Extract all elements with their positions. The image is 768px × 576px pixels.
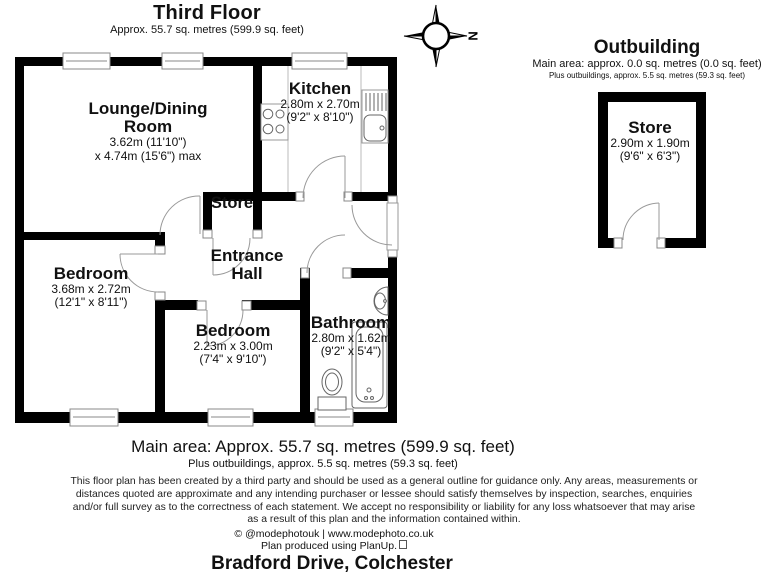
room-dim: 2.80m x 2.70m <box>280 97 360 112</box>
compass-icon: N <box>403 4 481 68</box>
outbuilding-walls <box>598 92 706 248</box>
room-label-store: Store <box>203 194 261 213</box>
room-dim: (9'2" x 8'10") <box>286 110 354 125</box>
room-label-lounge: Lounge/Dining Room 3.62m (11'10") x 4.74… <box>73 99 223 163</box>
bedroom2-door <box>206 309 244 347</box>
room-dim: 3.68m x 2.72m <box>51 282 131 297</box>
kitchen-door <box>302 155 346 199</box>
toilet-icon <box>317 368 347 411</box>
bathroom-door <box>306 234 346 274</box>
room-dim: (9'2" x 5'4") <box>320 344 382 359</box>
outbuilding-subtitle2: Plus outbuildings, approx. 5.5 sq. metre… <box>548 71 746 80</box>
room-name: Bedroom <box>53 264 129 283</box>
bathtub-icon <box>351 321 388 409</box>
room-dim: 2.80m x 1.62m <box>311 331 391 346</box>
outbuilding-subtitle: Main area: approx. 0.0 sq. metres (0.0 s… <box>532 58 762 70</box>
address-text: Bradford Drive, Colchester <box>211 553 453 574</box>
room-dim: 2.90m x 1.90m <box>610 136 690 151</box>
credit-text: © @modephotouk | www.modephoto.co.uk <box>234 528 434 540</box>
room-label-entrance-hall: Entrance Hall <box>197 246 297 284</box>
store-door <box>212 237 251 276</box>
room-dim: 2.23m x 3.00m <box>193 339 273 354</box>
page-subtitle: Approx. 55.7 sq. metres (599.9 sq. feet) <box>110 24 304 36</box>
room-name: Lounge/Dining Room <box>88 99 208 137</box>
planup-logo-glyph <box>399 540 407 549</box>
room-name: Bedroom <box>195 321 271 340</box>
main-area-text: Main area: Approx. 55.7 sq. metres (599.… <box>131 437 515 456</box>
hob-icon <box>260 103 289 141</box>
lounge-door <box>159 195 201 236</box>
outbuilding-title: Outbuilding <box>593 37 701 58</box>
room-name: Store <box>210 194 254 212</box>
room-label-outbuilding-store: Store 2.90m x 1.90m (9'6" x 6'3") <box>590 118 710 164</box>
bathroom-sink-icon <box>373 286 389 316</box>
compass-north-label: N <box>466 31 481 40</box>
room-dim: x 4.74m (15'6") max <box>94 148 202 163</box>
plus-outbuildings-text: Plus outbuildings, approx. 5.5 sq. metre… <box>188 458 458 470</box>
room-name: Bathroom <box>310 313 392 332</box>
front-door <box>351 202 399 251</box>
room-dim: (9'6" x 6'3") <box>619 149 681 164</box>
room-label-kitchen: Kitchen 2.80m x 2.70m (9'2" x 8'10") <box>252 79 388 125</box>
outbuilding-door <box>613 202 666 249</box>
bedroom1-door <box>119 253 159 293</box>
room-label-bathroom: Bathroom 2.80m x 1.62m (9'2" x 5'4") <box>296 313 406 359</box>
main-floor-walls <box>15 57 397 423</box>
page-title: Third Floor <box>153 2 261 24</box>
room-label-bedroom-2: Bedroom 2.23m x 3.00m (7'4" x 9'10") <box>163 321 303 367</box>
room-label-bedroom-1: Bedroom 3.68m x 2.72m (12'1" x 8'11") <box>21 264 161 310</box>
door-jambs <box>154 191 398 311</box>
room-name: Kitchen <box>288 79 352 98</box>
room-name: Store <box>628 118 672 137</box>
produced-line: Plan produced using PlanUp. <box>4 540 664 552</box>
produced-text: Plan produced using PlanUp. <box>260 540 397 552</box>
room-dim: 3.62m (11'10") <box>109 135 187 150</box>
window-icons <box>62 52 354 427</box>
room-name: Entrance Hall <box>210 246 284 284</box>
disclaimer-text: This floor plan has been created by a th… <box>70 476 698 526</box>
door-swings <box>119 155 399 347</box>
room-dim: (12'1" x 8'11") <box>54 295 128 310</box>
kitchen-sink-icon <box>361 89 389 144</box>
room-dim: (7'4" x 9'10") <box>199 352 267 367</box>
